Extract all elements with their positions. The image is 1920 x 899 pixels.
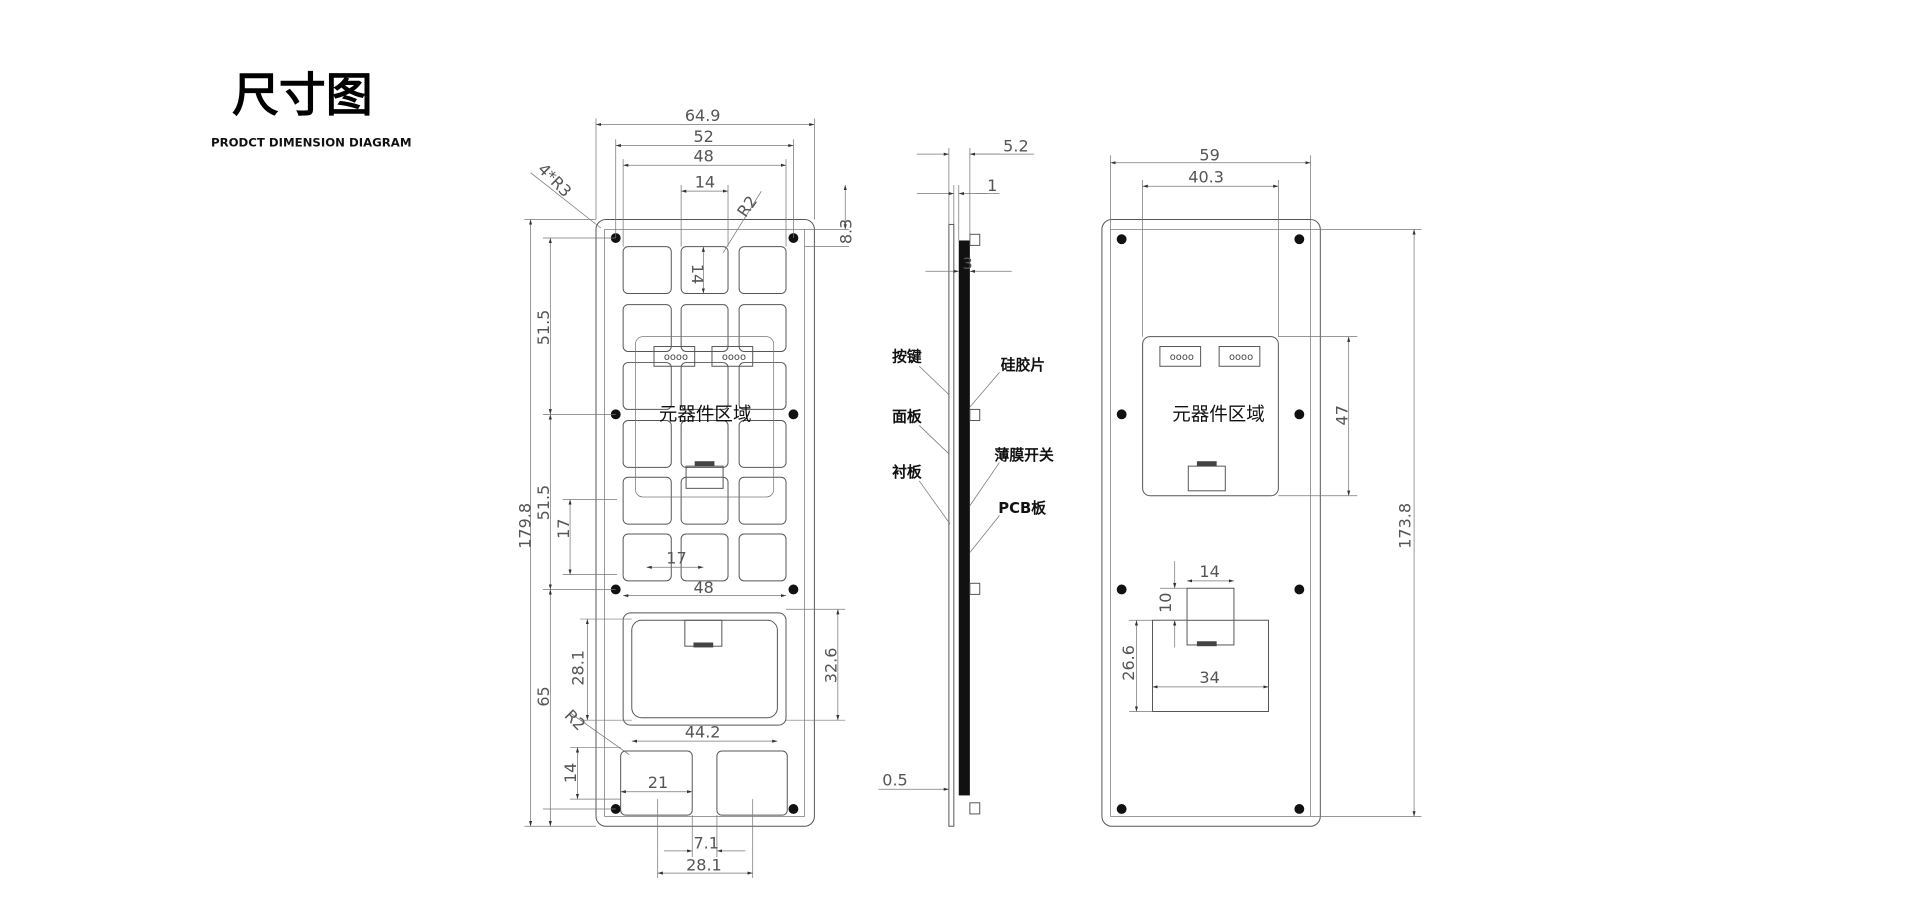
dim-10: 10	[1156, 593, 1175, 613]
dim-0-5: 0.5	[882, 771, 907, 790]
dim-17-horizontal: 17	[666, 549, 686, 568]
dim-47: 47	[1332, 405, 1351, 425]
dim-r2-display: R2	[561, 706, 590, 735]
svg-text:oooo: oooo	[664, 352, 688, 363]
dim-173-8: 173.8	[1395, 503, 1414, 549]
dim-21: 21	[648, 773, 668, 792]
svg-text:oooo: oooo	[722, 352, 746, 363]
front-view: oooo oooo 元器件区域	[516, 106, 855, 879]
dim-7-1: 7.1	[693, 833, 718, 852]
label-silicone: 硅胶片	[1001, 356, 1045, 374]
dim-51-5-upper: 51.5	[534, 310, 553, 346]
dim-5-2: 5.2	[1003, 137, 1028, 156]
svg-text:oooo: oooo	[1170, 352, 1194, 363]
label-pcb: PCB板	[998, 499, 1046, 517]
dim-14-key-width: 14	[695, 172, 715, 191]
dim-1: 1	[987, 176, 997, 195]
dim-3: 3	[962, 254, 972, 273]
key-grid	[622, 246, 787, 582]
dim-8-3: 8.3	[836, 219, 855, 244]
label-backing: 衬板	[892, 463, 922, 481]
dim-179-8: 179.8	[516, 503, 535, 549]
dim-28-1-horizontal: 28.1	[686, 856, 722, 875]
dim-14-bottom-key: 14	[561, 763, 580, 783]
side-view: 5.2 1 3 0.5 按键 硅胶片 面板 薄膜开关 衬板 PCB板	[878, 137, 1054, 827]
dim-51-5-lower: 51.5	[534, 485, 553, 521]
dim-14-key-height: 14	[688, 264, 707, 284]
dim-14-back: 14	[1199, 562, 1219, 581]
dim-48-lower: 48	[693, 578, 713, 597]
dim-48: 48	[693, 147, 713, 166]
back-component-area-label: 元器件区域	[1172, 405, 1265, 426]
page-title: 尺寸图	[232, 68, 373, 123]
dim-65: 65	[534, 686, 553, 706]
label-panel: 面板	[892, 408, 922, 426]
page-subtitle: PRODCT DIMENSION DIAGRAM	[211, 136, 412, 150]
label-key: 按键	[892, 347, 922, 365]
svg-text:oooo: oooo	[1229, 352, 1253, 363]
dim-64-9: 64.9	[685, 106, 721, 125]
label-membrane: 薄膜开关	[995, 446, 1054, 464]
dim-52: 52	[693, 127, 713, 146]
dim-32-6: 32.6	[822, 648, 841, 684]
dim-40-3: 40.3	[1188, 168, 1224, 187]
dim-28-1-vertical: 28.1	[569, 650, 588, 686]
dim-r2: R2	[733, 192, 761, 220]
dim-59: 59	[1199, 145, 1219, 164]
dim-44-2: 44.2	[685, 722, 721, 741]
dim-34: 34	[1199, 668, 1219, 687]
dim-26-6: 26.6	[1119, 645, 1138, 681]
front-component-area-label: 元器件区域	[659, 405, 752, 426]
dim-17-vertical: 17	[554, 519, 573, 539]
